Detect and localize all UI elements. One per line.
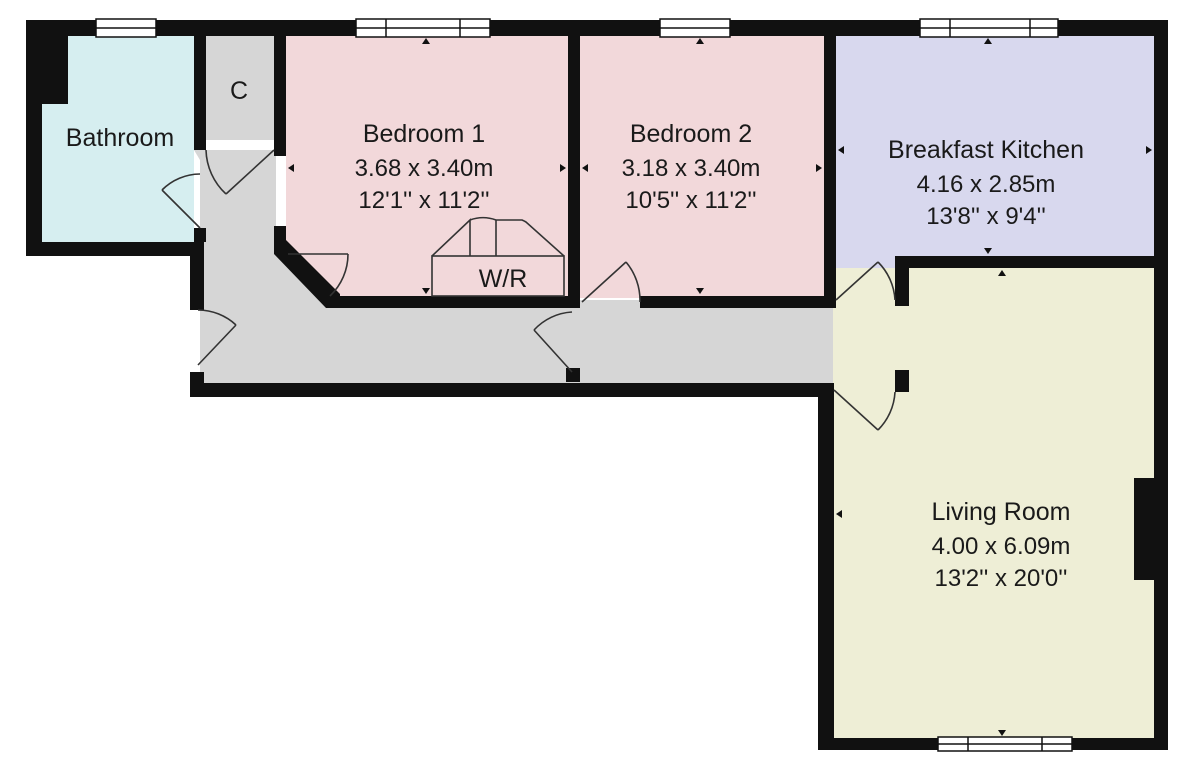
door-living bbox=[833, 389, 896, 431]
door-bedroom2 bbox=[581, 261, 641, 303]
cupboard-name: C bbox=[230, 77, 248, 105]
window-bedroom2 bbox=[659, 18, 731, 38]
door-bathroom bbox=[161, 173, 201, 229]
door-bedroom1 bbox=[288, 253, 349, 297]
dimension-markers bbox=[288, 38, 1152, 736]
bedroom1-metric: 3.68 x 3.40m bbox=[355, 155, 494, 182]
bedroom2-imperial: 10'5'' x 11'2'' bbox=[625, 187, 756, 214]
window-kitchen bbox=[919, 18, 1059, 38]
living-imperial: 13'2'' x 20'0'' bbox=[935, 565, 1068, 592]
window-living bbox=[937, 736, 1073, 752]
wardrobe-unit bbox=[431, 255, 565, 297]
window-bathroom bbox=[95, 18, 157, 38]
walls bbox=[26, 20, 1168, 750]
bedroom2-floor bbox=[580, 36, 824, 298]
living-floor bbox=[833, 268, 1154, 738]
kitchen-imperial: 13'8'' x 9'4'' bbox=[926, 203, 1046, 230]
door-hall-mid bbox=[533, 311, 573, 373]
door-cupboard bbox=[205, 149, 275, 195]
living-name: Living Room bbox=[932, 498, 1071, 526]
kitchen-floor bbox=[836, 36, 1154, 298]
windows bbox=[95, 18, 1073, 752]
cupboard-floor bbox=[206, 36, 276, 140]
kitchen-name: Breakfast Kitchen bbox=[888, 136, 1084, 164]
bedroom1-imperial: 12'1'' x 11'2'' bbox=[358, 187, 489, 214]
doors bbox=[161, 149, 896, 431]
hallway-floor bbox=[194, 150, 895, 385]
kitchen-metric: 4.16 x 2.85m bbox=[917, 171, 1056, 198]
bedroom2-name: Bedroom 2 bbox=[630, 120, 752, 148]
bedroom1-floor bbox=[286, 36, 568, 300]
door-kitchen bbox=[835, 261, 896, 301]
door-entrance bbox=[197, 309, 237, 366]
wardrobe-name: W/R bbox=[479, 265, 528, 293]
bedroom2-metric: 3.18 x 3.40m bbox=[622, 155, 761, 182]
bedroom1-name: Bedroom 1 bbox=[363, 120, 485, 148]
bathroom-name: Bathroom bbox=[66, 124, 174, 152]
room-labels: Bathroom C Bedroom 1 3.68 x 3.40m 12'1''… bbox=[66, 77, 1084, 592]
living-metric: 4.00 x 6.09m bbox=[932, 533, 1071, 560]
window-bedroom1 bbox=[355, 18, 491, 38]
wardrobe-doors bbox=[431, 216, 565, 257]
